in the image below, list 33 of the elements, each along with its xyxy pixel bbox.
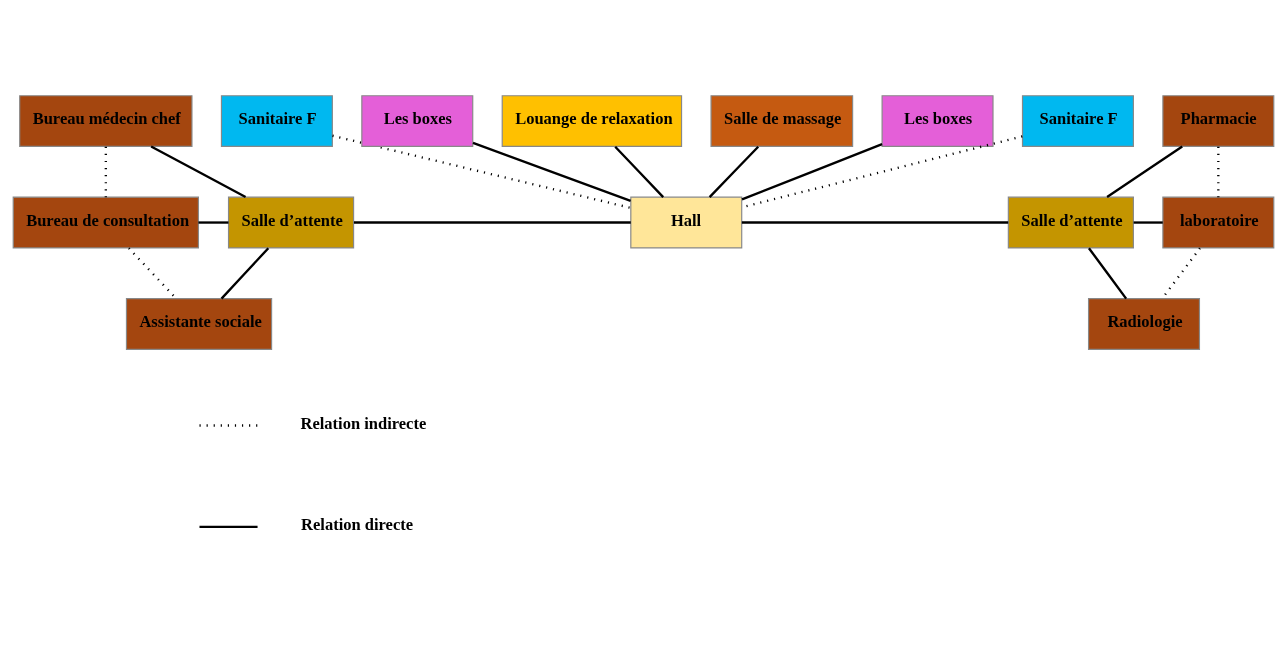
node-box: laboratoire <box>1162 196 1275 249</box>
node-box: Pharmacie <box>1162 95 1275 148</box>
node-box: Salle d’attente <box>1007 196 1134 249</box>
connector <box>1133 221 1163 224</box>
node-box: Salle d’attente <box>227 196 355 249</box>
connector <box>614 145 665 198</box>
connector <box>150 145 247 199</box>
legend-label: Relation directe <box>301 515 414 535</box>
node-box: Hall <box>630 196 743 249</box>
node-box: Les boxes <box>881 95 994 148</box>
node-box: Bureau médecin chef <box>19 95 193 148</box>
node-box: Sanitaire F <box>220 95 333 148</box>
connector <box>708 145 760 198</box>
connector <box>741 143 883 201</box>
connector <box>1088 247 1128 300</box>
connector <box>220 247 270 300</box>
connector <box>741 221 1009 224</box>
node-box: Radiologie <box>1087 298 1201 350</box>
node-box: Assistante sociale <box>125 298 273 350</box>
node-box: Bureau de consultation <box>12 196 200 249</box>
connector <box>104 146 107 198</box>
node-box: Les boxes <box>361 95 474 148</box>
connector <box>1106 145 1183 198</box>
connector <box>198 221 229 224</box>
connector <box>332 134 632 210</box>
connector <box>353 221 631 224</box>
connector <box>472 141 631 202</box>
legend-label: Relation indirecte <box>300 413 427 433</box>
node-box: Sanitaire F <box>1021 95 1134 148</box>
connector <box>1217 146 1220 198</box>
connector <box>741 135 1023 209</box>
node-box: Salle de massage <box>710 95 854 148</box>
node-box: Louange de relaxation <box>501 95 683 148</box>
